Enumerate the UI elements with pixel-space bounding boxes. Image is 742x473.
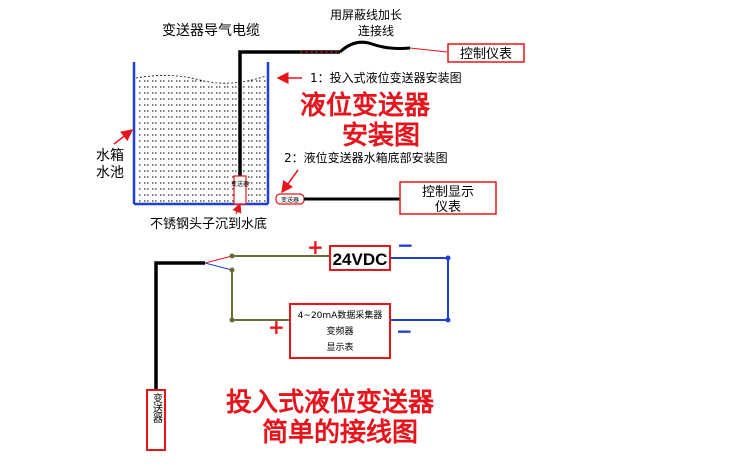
junction-4 bbox=[445, 255, 451, 261]
steel-head-label: 不锈钢头子沉到水底 bbox=[150, 216, 267, 232]
junction-5 bbox=[445, 317, 451, 323]
control-meter-box bbox=[447, 43, 525, 63]
junction-2 bbox=[229, 267, 235, 273]
blue-lead bbox=[204, 262, 233, 271]
water-surface bbox=[135, 75, 267, 84]
control-meter-label: 控制仪表 bbox=[460, 47, 512, 62]
water-tank bbox=[132, 62, 270, 206]
minus-bottom: − bbox=[396, 319, 413, 343]
transmitter-cable bbox=[238, 40, 448, 178]
steel-head-arrow bbox=[232, 202, 242, 215]
shield-label-2: 连接线 bbox=[358, 23, 394, 38]
title-line-1: 液位变送器 bbox=[300, 90, 431, 121]
positive-wire-bottom bbox=[231, 270, 290, 321]
tank-label-2: 水池 bbox=[96, 165, 124, 181]
collector-label-2: 变频器 bbox=[326, 325, 353, 337]
wiring-diagram: 24VDC + − 4~20mA数据采集器 变频器 显示表 + − 变送器 bbox=[146, 233, 451, 451]
negative-loop bbox=[390, 257, 449, 321]
horizontal-sensor-label: 变送器 bbox=[281, 196, 299, 204]
power-supply-label: 24VDC bbox=[333, 250, 388, 269]
bottom-sensor-label: 变送器 bbox=[151, 392, 163, 424]
display-meter-box bbox=[399, 181, 497, 215]
bottom-sensor-box bbox=[146, 389, 166, 451]
shield-label-1: 用屏蔽线加长 bbox=[330, 8, 402, 22]
display-meter-label-1: 控制显示 bbox=[422, 185, 474, 200]
cable-label: 变送器导气电缆 bbox=[162, 23, 260, 39]
water-surface-mask bbox=[136, 68, 266, 84]
title-line-2: 安装图 bbox=[342, 121, 420, 151]
note2-label: 2：液位变送器水箱底部安装图 bbox=[284, 150, 448, 165]
sensor-cable bbox=[154, 261, 205, 390]
note2-arrow bbox=[281, 169, 299, 194]
collector-label-1: 4~20mA数据采集器 bbox=[298, 309, 383, 321]
display-meter-label-2: 仪表 bbox=[435, 200, 461, 215]
wiring-title-2: 简单的接线图 bbox=[262, 417, 418, 448]
collector-label-3: 显示表 bbox=[326, 341, 353, 353]
junction-1 bbox=[229, 253, 235, 259]
collector-box bbox=[289, 303, 391, 359]
wiring-title-1: 投入式液位变送器 bbox=[226, 387, 435, 418]
junction-3 bbox=[229, 317, 235, 323]
vertical-sensor-label: 变送器 bbox=[231, 180, 249, 188]
power-supply-box bbox=[329, 245, 391, 271]
red-lead bbox=[204, 255, 233, 264]
tank-label-1: 水箱 bbox=[96, 148, 124, 164]
plus-top: + bbox=[307, 235, 324, 259]
minus-top: − bbox=[397, 233, 414, 257]
plus-bottom: + bbox=[268, 315, 285, 339]
tank-arrow bbox=[113, 129, 134, 145]
note1-label: 1：投入式液位变送器安装图 bbox=[310, 70, 462, 85]
